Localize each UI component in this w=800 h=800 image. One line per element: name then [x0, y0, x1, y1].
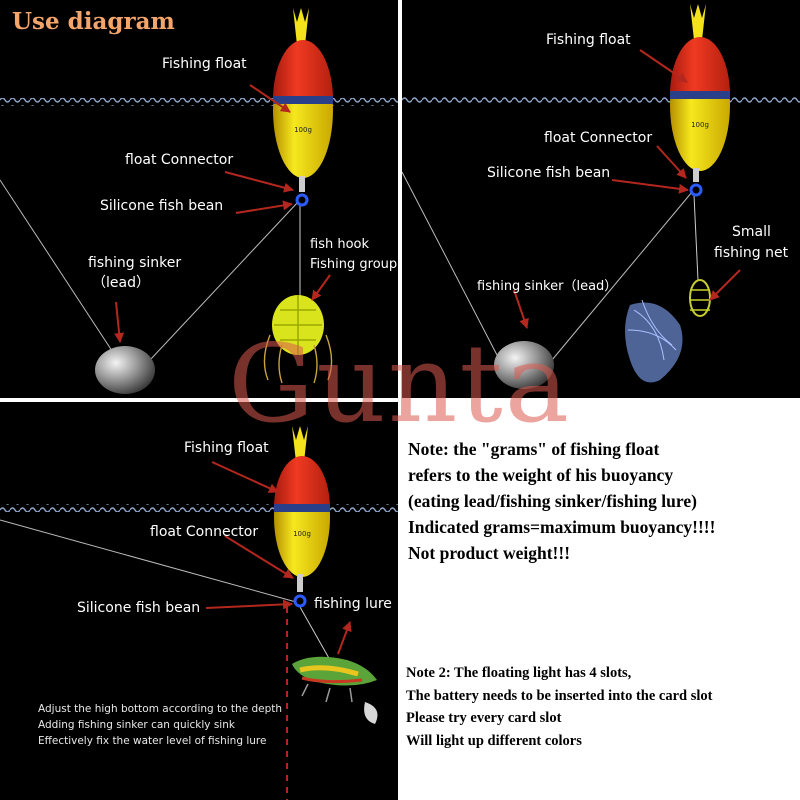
note-line: Please try every card slot — [406, 710, 562, 726]
label-float-connector: float Connector — [150, 524, 259, 540]
water-surface — [0, 504, 398, 512]
label-fish-hook: fish hook — [310, 237, 370, 252]
panel2-illustration: 100g — [402, 4, 800, 389]
label-fishing-group: Fishing group — [310, 257, 398, 272]
arrow — [114, 301, 125, 343]
label-fishing-sinker: fishing sinker — [88, 255, 182, 271]
svg-text:100g: 100g — [293, 530, 311, 538]
arrow — [611, 179, 689, 194]
svg-text:100g: 100g — [294, 126, 312, 134]
tip-line: Adjust the high bottom according to the … — [38, 703, 283, 715]
arrow — [656, 145, 687, 179]
fishing-line — [693, 194, 699, 281]
note-line: Note: the "grams" of fishing float — [408, 439, 660, 459]
notes-panel: Note: the "grams" of fishing float refer… — [402, 402, 800, 800]
fishing-line — [551, 191, 693, 361]
diagram-panel-fishing-lure: 100g Fishing float float Connector Silic… — [0, 402, 398, 800]
note-line: Indicated grams=maximum buoyancy!!!! — [408, 517, 716, 537]
battery-note: Note 2: The floating light has 4 slots, … — [406, 662, 712, 752]
label-fishing-lure: fishing lure — [314, 596, 392, 612]
float-connector-icon — [693, 168, 699, 182]
arrow — [249, 84, 291, 113]
label-small: Small — [732, 224, 771, 240]
label-fishing-float: Fishing float — [546, 32, 631, 48]
fishing-float-icon: 100g — [274, 426, 330, 577]
tip-line: Effectively fix the water level of fishi… — [38, 734, 267, 747]
water-surface — [402, 95, 800, 103]
tip-line: Adding fishing sinker can quickly sink — [38, 718, 235, 731]
fishing-sinker-icon — [95, 346, 155, 394]
label-float-connector: float Connector — [125, 152, 234, 168]
note-line: Not product weight!!! — [408, 543, 571, 563]
arrow — [639, 49, 688, 83]
fishing-line — [299, 606, 331, 661]
fishing-sinker-icon — [494, 341, 554, 389]
arrow — [337, 621, 352, 655]
arrow — [205, 599, 293, 610]
fishing-line — [0, 179, 119, 361]
water-surface — [0, 98, 398, 106]
depth-tips: Adjust the high bottom according to the … — [38, 702, 282, 749]
arrow — [224, 535, 294, 579]
label-fishing-float: Fishing float — [184, 440, 269, 456]
float-connector-icon — [297, 574, 303, 592]
label-fishing-float: Fishing float — [162, 56, 247, 72]
hook-group-icon — [263, 295, 333, 384]
fishing-line — [0, 519, 297, 603]
fishing-float-icon: 100g — [273, 8, 333, 178]
label-fishing-sinker-lead: fishing sinker（lead） — [477, 279, 618, 294]
label-lead: （lead） — [92, 275, 150, 291]
panel1-illustration: 100g — [0, 8, 398, 394]
silicone-bean-icon — [689, 183, 703, 197]
silicone-bean-icon — [293, 594, 307, 608]
label-float-connector: float Connector — [544, 130, 653, 146]
svg-text:100g: 100g — [691, 121, 709, 129]
note-line: Will light up different colors — [406, 732, 582, 749]
arrow — [224, 171, 294, 193]
panel3-illustration: 100g — [0, 426, 398, 800]
fishing-line — [402, 171, 498, 356]
note-line: The battery needs to be inserted into th… — [406, 687, 713, 704]
buoyancy-note: Note: the "grams" of fishing float refer… — [408, 436, 715, 566]
arrow — [709, 269, 741, 301]
fishing-lure-icon — [292, 656, 378, 724]
label-silicone-bean: Silicone fish bean — [487, 165, 611, 181]
float-connector-icon — [299, 176, 305, 192]
label-fishing-net: fishing net — [714, 245, 789, 261]
fishing-line — [149, 201, 299, 361]
label-silicone-bean: Silicone fish bean — [77, 600, 201, 616]
note-line: refers to the weight of his buoyancy — [408, 465, 674, 485]
diagram-title: Use diagram — [12, 8, 175, 35]
fishing-net-icon — [625, 279, 711, 383]
arrow — [311, 274, 331, 301]
note-line: (eating lead/fishing sinker/fishing lure… — [408, 491, 697, 511]
note-line: Note 2: The floating light has 4 slots, — [406, 665, 632, 681]
silicone-bean-icon — [295, 193, 309, 207]
arrow — [513, 289, 529, 329]
label-silicone-bean: Silicone fish bean — [100, 198, 224, 214]
diagram-panel-hook-group: 100g Use diagram Fishing float float Con… — [0, 0, 398, 398]
arrow — [235, 200, 293, 214]
arrow — [211, 461, 279, 493]
diagram-panel-fishing-net: 100g Fishing float float Connector Silic… — [402, 0, 800, 398]
fishing-float-icon: 100g — [670, 4, 730, 171]
